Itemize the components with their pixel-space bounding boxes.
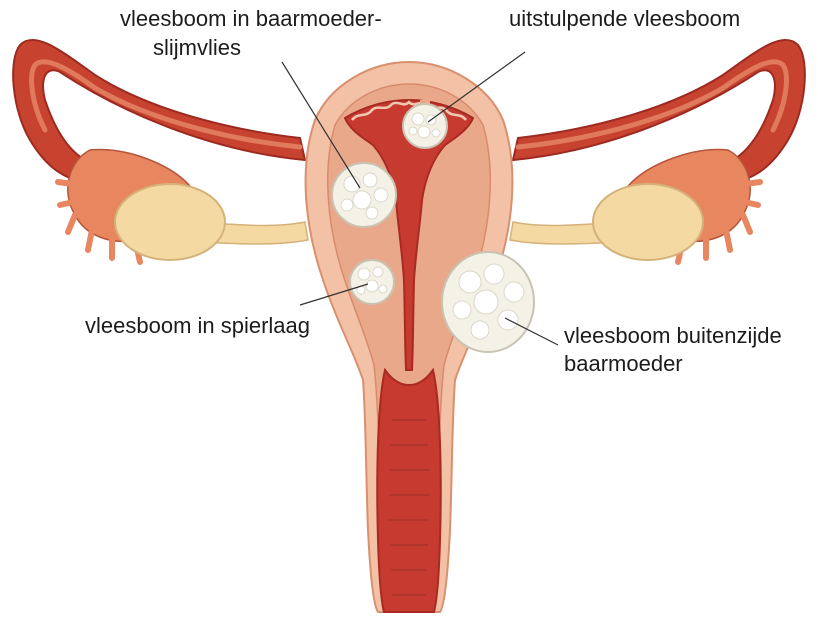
label-submucosal-line1: vleesboom in baarmoeder- [120, 6, 382, 31]
right-fallopian-tube [513, 40, 805, 180]
label-pedunculated: uitstulpende vleesboom [509, 6, 740, 31]
label-subserosal-line2: baarmoeder [564, 351, 683, 376]
label-submucosal-line2: slijmvlies [153, 35, 241, 60]
fibroid-subserosal [442, 252, 534, 352]
left-fallopian-tube [13, 40, 305, 180]
label-intramural: vleesboom in spierlaag [85, 313, 310, 338]
label-subserosal-line1: vleesboom buitenzijde [564, 323, 782, 348]
left-ovary [115, 184, 225, 260]
right-ovary [593, 184, 703, 260]
fibroid-submucosal [332, 163, 396, 227]
vaginal-canal [377, 370, 440, 612]
fibroid-intramural [350, 260, 394, 304]
